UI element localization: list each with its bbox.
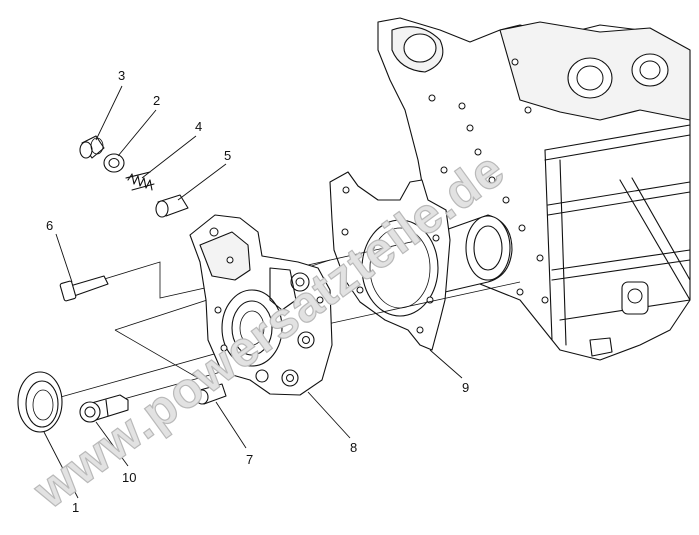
spring-part-4 [125,171,155,191]
callout-5: 5 [224,148,231,163]
seal-part-1 [17,371,63,433]
callout-2: 2 [153,93,160,108]
callout-4: 4 [195,119,202,134]
plug-part-3 [79,135,105,159]
callout-1: 1 [72,500,79,515]
oil-pump-housing-part-8 [189,214,333,396]
callout-9: 9 [462,380,469,395]
callout-10: 10 [122,470,136,485]
watermark-text: www.powersatzteile.de [23,141,515,520]
leader-lines [43,85,463,499]
piston-part-5 [155,194,189,218]
callout-8: 8 [350,440,357,455]
callout-3: 3 [118,68,125,83]
callout-6: 6 [46,218,53,233]
washer-part-2 [103,153,125,173]
bolt-part-10 [79,394,129,423]
callout-labels: 3 2 4 5 6 7 8 9 10 1 [46,68,469,515]
engine-block [377,17,691,361]
dowel-part-7 [195,383,227,405]
bolt-part-6 [59,275,109,302]
callout-7: 7 [246,452,253,467]
